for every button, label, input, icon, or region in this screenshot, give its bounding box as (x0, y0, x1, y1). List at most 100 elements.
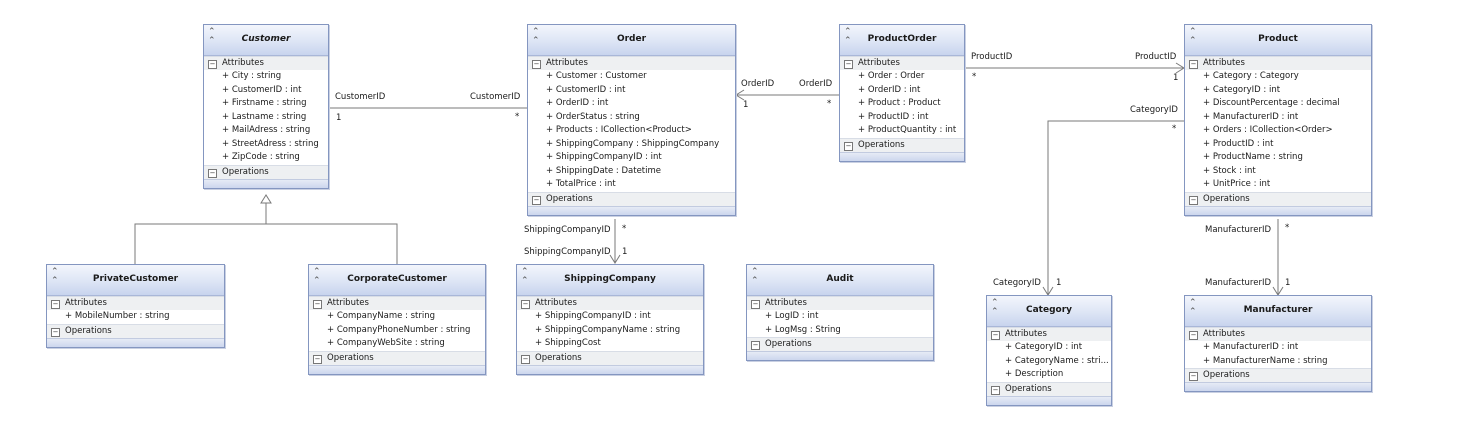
attribute-row[interactable]: + ProductQuantity : int (858, 125, 957, 135)
class-product[interactable]: ⌃⌃Product−Attributes+ Category : Categor… (1184, 24, 1372, 216)
class-customer[interactable]: ⌃⌃Customer−Attributes+ City : string+ Cu… (203, 24, 329, 189)
attribute-row[interactable]: + DiscountPercentage : decimal (1203, 98, 1340, 108)
minus-box-icon[interactable]: − (208, 60, 217, 69)
double-chevron-up-icon[interactable]: ⌃⌃ (1189, 298, 1197, 317)
attribute-row[interactable]: + ManufacturerID : int (1203, 111, 1299, 122)
class-audit[interactable]: ⌃⌃Audit−Attributes+ LogID : int+ LogMsg … (746, 264, 934, 361)
operations-section-header[interactable]: −Operations (204, 164, 328, 179)
attribute-row[interactable]: + LogMsg : String (765, 324, 841, 335)
class-manufacturer[interactable]: ⌃⌃Manufacturer−Attributes+ ManufacturerI… (1184, 295, 1372, 392)
double-chevron-up-icon[interactable]: ⌃⌃ (51, 267, 59, 286)
attribute-row[interactable]: + Category : Category (1203, 71, 1299, 81)
double-chevron-up-icon[interactable]: ⌃⌃ (532, 27, 540, 46)
attributes-section-header[interactable]: −Attributes (747, 296, 933, 310)
attribute-row[interactable]: + OrderID : int (858, 84, 921, 95)
attribute-row[interactable]: + CompanyPhoneNumber : string (327, 324, 471, 335)
attribute-row[interactable]: + ShippingCompany : ShippingCompany (546, 138, 720, 149)
attribute-row[interactable]: + ProductID : int (1203, 138, 1274, 149)
attribute-row[interactable]: + ShippingCost (535, 338, 601, 348)
attribute-row[interactable]: + LogID : int (765, 311, 819, 321)
attribute-row[interactable]: + TotalPrice : int (546, 179, 616, 189)
minus-box-icon[interactable]: − (51, 300, 60, 309)
double-chevron-up-icon[interactable]: ⌃⌃ (751, 267, 759, 286)
attribute-row[interactable]: + CategoryID : int (1005, 342, 1083, 352)
class-category[interactable]: ⌃⌃Category−Attributes+ CategoryID : int+… (986, 295, 1112, 406)
double-chevron-up-icon[interactable]: ⌃⌃ (208, 27, 216, 46)
attribute-row[interactable]: + Stock : int (1203, 165, 1256, 176)
attribute-row[interactable]: + CategoryName : stri... (1005, 355, 1109, 366)
class-privatecustomer[interactable]: ⌃⌃PrivateCustomer−Attributes+ MobileNumb… (46, 264, 225, 348)
double-chevron-up-icon[interactable]: ⌃⌃ (313, 267, 321, 286)
minus-box-icon[interactable]: − (521, 300, 530, 309)
double-chevron-up-icon[interactable]: ⌃⌃ (1189, 27, 1197, 46)
minus-box-icon[interactable]: − (313, 300, 322, 309)
operations-section-header[interactable]: −Operations (517, 350, 703, 365)
attribute-row[interactable]: + ShippingDate : Datetime (546, 165, 662, 176)
operations-section-header[interactable]: −Operations (47, 323, 224, 338)
attributes-section-header[interactable]: −Attributes (1185, 327, 1371, 341)
class-corporatecustomer[interactable]: ⌃⌃CorporateCustomer−Attributes+ CompanyN… (308, 264, 486, 375)
double-chevron-up-icon[interactable]: ⌃⌃ (521, 267, 529, 286)
attributes-section-header[interactable]: −Attributes (309, 296, 485, 310)
minus-box-icon[interactable]: − (844, 141, 853, 151)
attributes-section-header[interactable]: −Attributes (47, 296, 224, 310)
attributes-section-header[interactable]: −Attributes (204, 56, 328, 70)
minus-box-icon[interactable]: − (751, 341, 760, 350)
operations-section-header[interactable]: −Operations (309, 350, 485, 365)
attribute-row[interactable]: + MobileNumber : string (65, 311, 170, 321)
attributes-section-header[interactable]: −Attributes (517, 296, 703, 310)
attributes-section-header[interactable]: −Attributes (987, 327, 1111, 341)
operations-section-header[interactable]: −Operations (528, 191, 735, 206)
attribute-row[interactable]: + CategoryID : int (1203, 84, 1281, 95)
attribute-row[interactable]: + Order : Order (858, 71, 925, 81)
operations-section-header[interactable]: −Operations (987, 381, 1111, 396)
double-chevron-up-icon[interactable]: ⌃⌃ (844, 27, 852, 46)
class-order[interactable]: ⌃⌃Order−Attributes+ Customer : Customer+… (527, 24, 736, 216)
minus-box-icon[interactable]: − (751, 300, 760, 309)
attribute-row[interactable]: + City : string (222, 71, 282, 81)
attribute-row[interactable]: + ManufacturerID : int (1203, 342, 1299, 352)
minus-box-icon[interactable]: − (532, 195, 541, 205)
attributes-section-header[interactable]: −Attributes (840, 56, 964, 70)
attribute-row[interactable]: + ProductID : int (858, 111, 929, 122)
minus-box-icon[interactable]: − (208, 168, 217, 178)
attribute-row[interactable]: + Lastname : string (222, 111, 307, 122)
attribute-row[interactable]: + CompanyName : string (327, 311, 436, 321)
attribute-row[interactable]: + Customer : Customer (546, 71, 647, 81)
attribute-row[interactable]: + UnitPrice : int (1203, 179, 1271, 189)
class-productorder[interactable]: ⌃⌃ProductOrder−Attributes+ Order : Order… (839, 24, 965, 162)
minus-box-icon[interactable]: − (313, 354, 322, 364)
attribute-row[interactable]: + Orders : ICollection<Order> (1203, 125, 1333, 135)
operations-section-header[interactable]: −Operations (1185, 368, 1371, 382)
attribute-row[interactable]: + CompanyWebSite : string (327, 338, 445, 348)
attributes-section-header[interactable]: −Attributes (1185, 56, 1371, 70)
attributes-section-header[interactable]: −Attributes (528, 56, 735, 70)
attribute-row[interactable]: + CustomerID : int (546, 84, 626, 95)
minus-box-icon[interactable]: − (844, 60, 853, 69)
operations-section-header[interactable]: −Operations (1185, 191, 1371, 206)
minus-box-icon[interactable]: − (51, 327, 60, 337)
attribute-row[interactable]: + ManufacturerName : string (1203, 355, 1328, 366)
attribute-row[interactable]: + ShippingCompanyID : int (535, 311, 651, 321)
minus-box-icon[interactable]: − (1189, 331, 1198, 340)
attribute-row[interactable]: + ZipCode : string (222, 152, 300, 162)
double-chevron-up-icon[interactable]: ⌃⌃ (991, 298, 999, 317)
attribute-row[interactable]: + ProductName : string (1203, 152, 1303, 162)
minus-box-icon[interactable]: − (991, 331, 1000, 340)
attribute-row[interactable]: + Products : ICollection<Product> (546, 125, 692, 135)
minus-box-icon[interactable]: − (532, 60, 541, 69)
operations-section-header[interactable]: −Operations (840, 137, 964, 152)
attribute-row[interactable]: + OrderStatus : string (546, 111, 640, 122)
minus-box-icon[interactable]: − (1189, 372, 1198, 381)
operations-section-header[interactable]: −Operations (747, 337, 933, 351)
attribute-row[interactable]: + Description (1005, 369, 1064, 379)
minus-box-icon[interactable]: − (1189, 60, 1198, 69)
attribute-row[interactable]: + ShippingCompanyName : string (535, 324, 681, 335)
attribute-row[interactable]: + Firstname : string (222, 98, 307, 108)
attribute-row[interactable]: + CustomerID : int (222, 84, 302, 95)
attribute-row[interactable]: + Product : Product (858, 98, 941, 108)
minus-box-icon[interactable]: − (521, 354, 530, 364)
attribute-row[interactable]: + ShippingCompanyID : int (546, 152, 662, 162)
minus-box-icon[interactable]: − (991, 385, 1000, 395)
attribute-row[interactable]: + StreetAdress : string (222, 138, 319, 149)
